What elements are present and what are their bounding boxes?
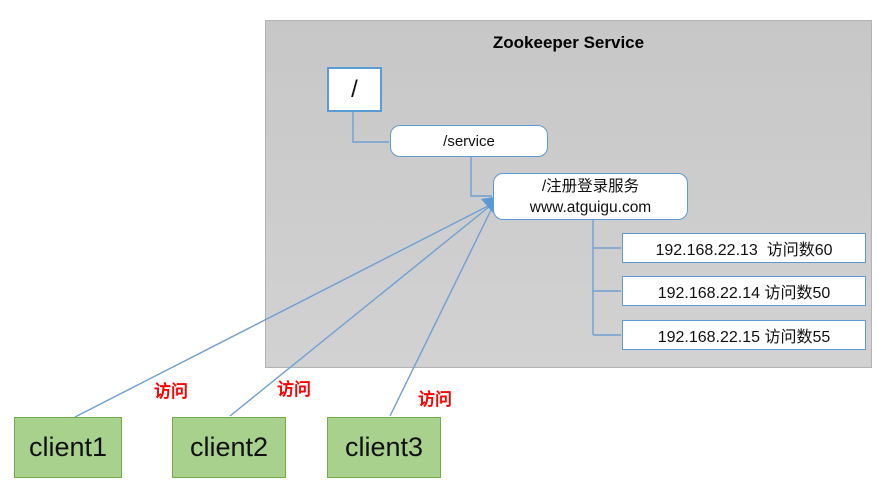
access-label-client2: 访问	[277, 380, 311, 399]
client1-box: client1	[14, 417, 122, 478]
server-entry-2-label: 192.168.22.14 访问数50	[657, 285, 831, 302]
access-label-client1: 访问	[154, 382, 188, 401]
access-label-client3: 访问	[418, 390, 452, 409]
znode-service: /service	[390, 125, 548, 157]
panel-title: Zookeeper Service	[492, 33, 645, 52]
server-entry-2: 192.168.22.14 访问数50	[622, 276, 866, 306]
server-entry-1: 192.168.22.13 访问数60	[622, 233, 866, 263]
client2-label: client2	[189, 432, 269, 462]
znode-register-service: /注册登录服务 www.atguigu.com	[493, 173, 688, 220]
client1-label: client1	[28, 432, 108, 462]
znode-register-line2: www.atguigu.com	[529, 198, 652, 216]
client3-label: client3	[344, 432, 424, 462]
server-entry-3: 192.168.22.15 访问数55	[622, 320, 866, 350]
znode-service-label: /service	[443, 132, 495, 150]
znode-root: /	[327, 67, 382, 112]
client3-box: client3	[327, 417, 441, 478]
server-entry-3-label: 192.168.22.15 访问数55	[657, 329, 831, 346]
znode-register-line1: /注册登录服务	[541, 177, 640, 195]
client2-box: client2	[172, 417, 286, 478]
server-entry-1-label: 192.168.22.13 访问数60	[655, 242, 833, 259]
znode-root-label: /	[351, 75, 358, 103]
